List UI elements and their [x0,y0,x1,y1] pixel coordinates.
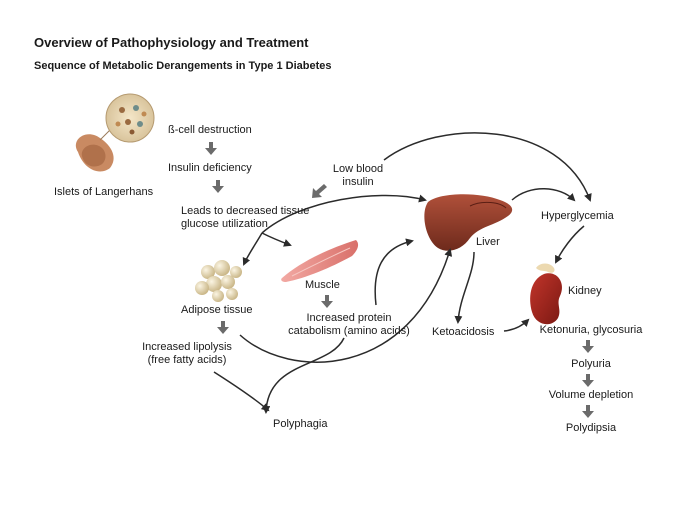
label-low-blood-insulin: Low blood insulin [322,163,394,189]
label-low-blood-insulin-line1: Low blood [332,163,384,175]
page-title: Overview of Pathophysiology and Treatmen… [34,35,309,50]
arrow-polyuria-to-volume [582,374,594,387]
flow-arrows [213,132,592,414]
arrow-volume-to-polydipsia [582,405,594,418]
label-decreased-glucose: Leads to decreased tissue glucose utiliz… [181,205,309,231]
arrow-decreased-to-muscle [261,232,292,247]
arrow-lowinsulin-to-hyperglycemia [383,132,592,202]
arrow-adipose-to-liver [239,248,453,363]
arrow-protein-to-liver [374,238,414,306]
label-lipolysis: Increased lipolysis (free fatty acids) [132,341,242,367]
arrow-lowinsulin-to-decreased [312,184,327,198]
label-decreased-glucose-line2: glucose utilization [181,218,268,230]
label-polydipsia: Polydipsia [565,422,617,434]
label-lipolysis-line1: Increased lipolysis [142,341,232,353]
label-beta-cell: ß-cell destruction [168,124,252,136]
arrow-decreased-to-liver [261,194,427,234]
label-liver: Liver [476,236,500,248]
label-protein-line2: catabolism (amino acids) [288,325,410,337]
arrow-decreased-to-adipose [242,232,263,266]
arrow-beta-to-deficiency [205,142,217,155]
arrow-protein-to-polyphagia [262,337,345,414]
block-arrows [205,142,594,418]
label-islets: Islets of Langerhans [54,186,154,198]
arrow-liver-to-ketoacidosis [454,251,475,324]
label-kidney: Kidney [568,285,602,297]
label-ketoacidosis: Ketoacidosis [432,326,495,338]
label-protein-catabolism: Increased protein catabolism (amino acid… [284,312,414,338]
muscle-illustration [281,240,359,282]
arrow-muscle-to-protein [321,295,333,308]
kidney-illustration [530,263,563,325]
label-polyuria: Polyuria [571,358,611,370]
label-adipose: Adipose tissue [181,304,253,316]
label-ketonuria: Ketonuria, glycosuria [539,324,643,336]
label-hyperglycemia: Hyperglycemia [541,210,614,222]
arrow-hyperglycemia-to-kidney [555,225,585,264]
label-decreased-glucose-line1: Leads to decreased tissue [181,205,310,217]
arrow-liver-to-hyperglycemia [511,188,576,202]
label-muscle: Muscle [305,279,340,291]
liver-illustration [424,194,513,251]
label-low-blood-insulin-line2: insulin [342,176,374,188]
arrow-deficiency-to-decreased [212,180,224,193]
label-lipolysis-line2: (free fatty acids) [147,354,227,366]
label-insulin-deficiency: Insulin deficiency [168,162,252,174]
adipose-illustration [195,260,242,302]
page-subtitle: Sequence of Metabolic Derangements in Ty… [34,60,332,72]
label-polyphagia: Polyphagia [273,418,328,430]
arrow-lipolysis-to-polyphagia [213,371,270,412]
arrow-adipose-to-lipolysis [217,321,229,334]
label-volume-depletion: Volume depletion [548,389,634,401]
label-protein-line1: Increased protein [306,312,392,324]
arrow-ketonuria-to-polyuria [582,340,594,353]
islets-illustration [75,93,155,172]
arrow-ketoacidosis-to-kidney [503,318,530,332]
